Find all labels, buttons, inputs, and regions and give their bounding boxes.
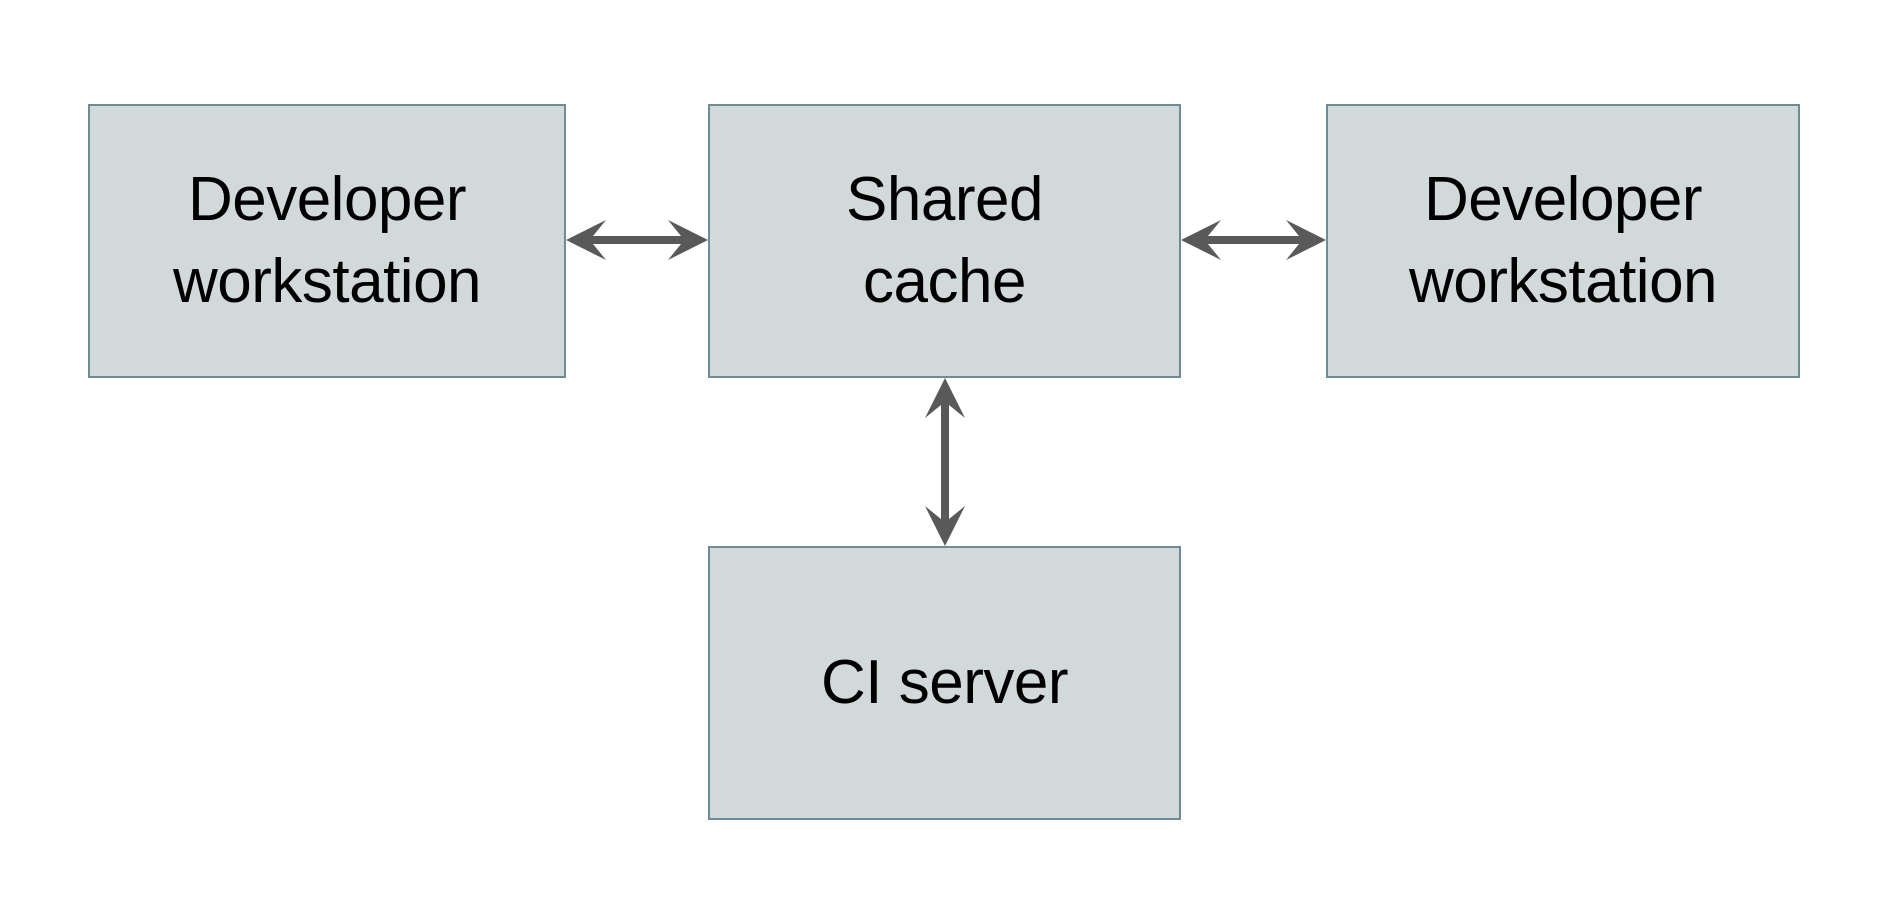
node-ci-server[interactable]: CI server [708, 546, 1181, 820]
node-developer-workstation-left[interactable]: Developer workstation [88, 104, 566, 378]
node-label: Shared cache [846, 164, 1043, 316]
node-label: CI server [821, 647, 1068, 717]
node-label: Developer workstation [1408, 164, 1718, 316]
double-arrow-icon [1181, 220, 1326, 260]
double-arrow-icon [566, 220, 708, 260]
node-label: Developer workstation [172, 164, 482, 316]
node-shared-cache[interactable]: Shared cache [708, 104, 1181, 378]
double-arrow-icon [925, 378, 965, 546]
node-developer-workstation-right[interactable]: Developer workstation [1326, 104, 1800, 378]
